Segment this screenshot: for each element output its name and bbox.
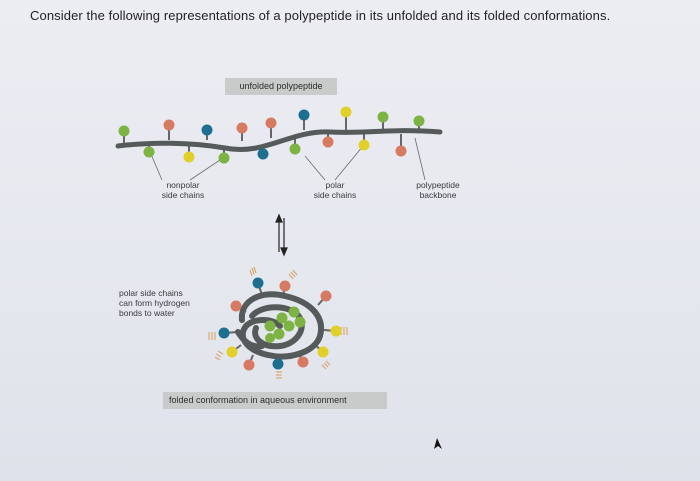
nonpolar-side-chain (218, 152, 230, 164)
hbond-note-line: polar side chains (119, 288, 183, 298)
polar-side-chains-label: polar side chains (300, 180, 370, 200)
polar-pointer-2 (334, 145, 364, 181)
nonpolar-side-chain (118, 125, 130, 137)
polar-side-chain (163, 119, 175, 131)
polar-side-chain (358, 139, 370, 151)
backbone-pointer (414, 137, 426, 181)
polar-side-chain (298, 109, 310, 121)
hydrophobic-core (264, 306, 306, 343)
nonpolar-pointer-1 (149, 151, 163, 181)
nonpolar-label-line: side chains (161, 190, 205, 200)
polar-side-chain (395, 145, 407, 157)
hbond-note-line: bonds to water (119, 308, 175, 318)
folded-conformation-label: folded conformation in aqueous environme… (163, 392, 387, 409)
polar-label-line: polar (325, 180, 345, 190)
nonpolar-side-chain (413, 115, 425, 127)
polar-side-chain (257, 148, 269, 160)
unfolded-polypeptide-label: unfolded polypeptide (225, 78, 337, 95)
polar-side-chain (183, 151, 195, 163)
polypeptide-backbone-label: polypeptide backbone (398, 180, 478, 200)
backbone-label-line: polypeptide (416, 180, 460, 190)
polar-side-chain (322, 136, 334, 148)
polar-side-chain (265, 117, 277, 129)
polar-label-line: side chains (313, 190, 357, 200)
unfolded-side-chains (118, 106, 425, 164)
folded-polypeptide (208, 266, 348, 379)
unfolded-backbone (115, 128, 443, 152)
nonpolar-side-chain (289, 143, 301, 155)
polar-side-chain (201, 124, 213, 136)
polar-pointer-1 (304, 155, 326, 181)
nonpolar-pointer-2 (189, 157, 224, 181)
nonpolar-label-line: nonpolar (166, 180, 200, 190)
up-down-arrows-icon (275, 213, 288, 257)
backbone-label-line: backbone (419, 190, 457, 200)
mouse-pointer-icon (434, 438, 442, 449)
nonpolar-side-chain (143, 146, 155, 158)
pointer-lines (149, 137, 426, 181)
hydrogen-bond-note: polar side chains can form hydrogen bond… (119, 288, 219, 318)
nonpolar-side-chains-label: nonpolar side chains (148, 180, 218, 200)
polar-side-chain (236, 122, 248, 134)
question-text: Consider the following representations o… (30, 8, 611, 23)
nonpolar-side-chain (377, 111, 389, 123)
water-hbond-marks (208, 266, 348, 379)
hbond-note-line: can form hydrogen (119, 298, 190, 308)
polar-side-chain (340, 106, 352, 118)
